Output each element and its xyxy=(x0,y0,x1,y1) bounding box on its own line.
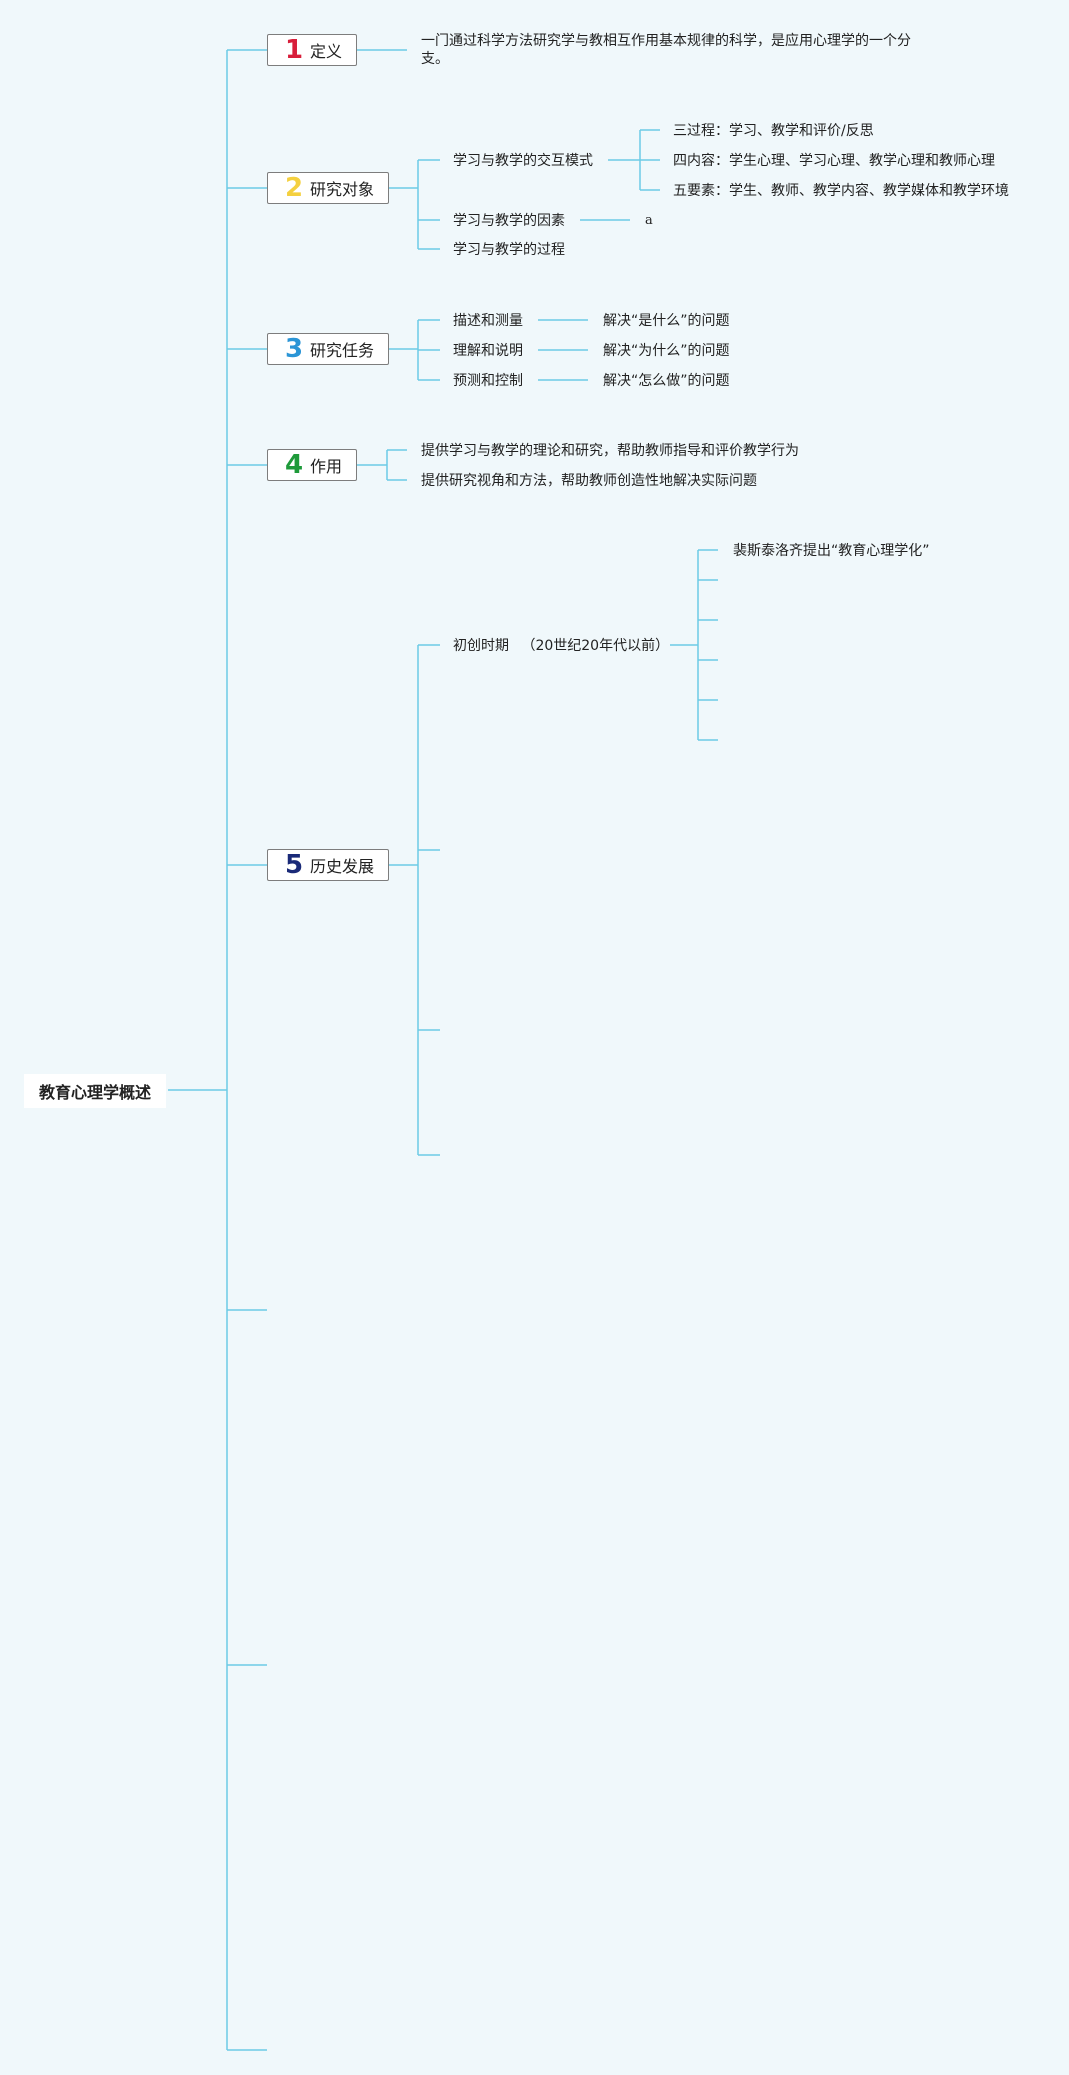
subtopic-interaction-mode[interactable]: 学习与教学的交互模式 xyxy=(453,153,593,169)
leaf-factor-a[interactable]: a xyxy=(645,213,653,228)
branch-label: 作用 xyxy=(310,457,343,476)
task-result-why[interactable]: 解决“为什么”的问题 xyxy=(603,343,730,359)
branch-label: 历史发展 xyxy=(310,857,375,876)
number-badge-1: 1 xyxy=(284,35,304,65)
number-badge-5: 5 xyxy=(284,850,304,880)
root-node[interactable]: 教育心理学概述 xyxy=(24,1074,166,1108)
leaf-four-contents[interactable]: 四内容：学生心理、学习心理、教学心理和教师心理 xyxy=(673,153,995,169)
task-result-what[interactable]: 解决“是什么”的问题 xyxy=(603,313,730,329)
history-event-pestalozzi[interactable]: 裴斯泰洛齐提出“教育心理学化” xyxy=(733,543,930,559)
function-item-2[interactable]: 提供研究视角和方法，帮助教师创造性地解决实际问题 xyxy=(421,473,757,489)
branch-node-definition[interactable]: 1 定义 xyxy=(267,34,357,66)
period-range: （20世纪20年代以前） xyxy=(521,638,670,654)
task-describe-measure[interactable]: 描述和测量 xyxy=(453,313,523,329)
branch-label: 研究对象 xyxy=(310,180,375,199)
branch-node-research-object[interactable]: 2 研究对象 xyxy=(267,172,389,204)
leaf-five-elements[interactable]: 五要素：学生、教师、教学内容、教学媒体和教学环境 xyxy=(673,183,1009,199)
task-understand-explain[interactable]: 理解和说明 xyxy=(453,343,523,359)
number-badge-3: 3 xyxy=(284,334,304,364)
subtopic-factors[interactable]: 学习与教学的因素 xyxy=(453,213,565,229)
history-initial-period[interactable]: 初创时期 （20世纪20年代以前） xyxy=(453,637,669,655)
task-predict-control[interactable]: 预测和控制 xyxy=(453,373,523,389)
subtopic-process[interactable]: 学习与教学的过程 xyxy=(453,242,565,258)
branch-node-history[interactable]: 5 历史发展 xyxy=(267,849,389,881)
number-badge-2: 2 xyxy=(284,173,304,203)
period-label: 初创时期 xyxy=(453,638,509,654)
branch-label: 定义 xyxy=(310,42,343,61)
function-item-1[interactable]: 提供学习与教学的理论和研究，帮助教师指导和评价教学行为 xyxy=(421,443,799,459)
branch-node-function[interactable]: 4 作用 xyxy=(267,449,357,481)
leaf-three-processes[interactable]: 三过程：学习、教学和评价/反思 xyxy=(673,123,874,139)
task-result-how[interactable]: 解决“怎么做”的问题 xyxy=(603,373,730,389)
number-badge-4: 4 xyxy=(284,450,304,480)
branch-node-research-tasks[interactable]: 3 研究任务 xyxy=(267,333,389,365)
definition-text: 一门通过科学方法研究学与教相互作用基本规律的科学，是应用心理学的一个分支。 xyxy=(421,33,911,67)
branch-label: 研究任务 xyxy=(310,341,375,360)
